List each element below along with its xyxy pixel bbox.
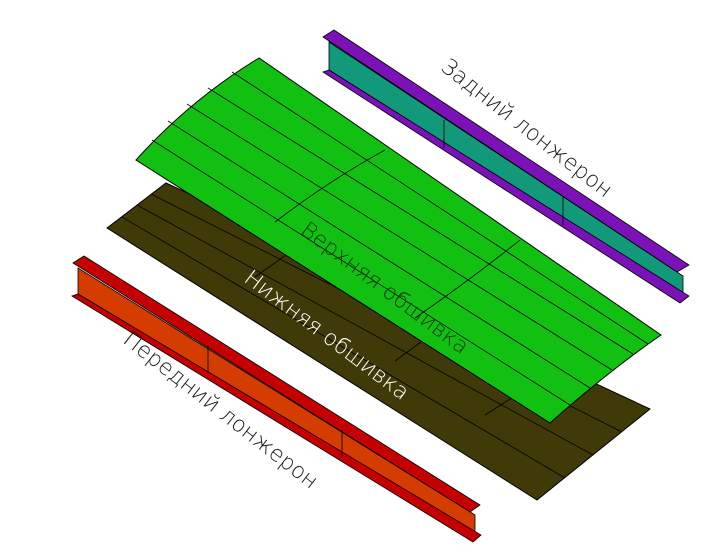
front-spar-bottom-flange [71, 293, 482, 543]
lower-skin-surface [106, 182, 651, 501]
upper-skin-panel [135, 57, 662, 424]
front-spar-top-flange [72, 255, 481, 513]
front-spar [71, 255, 482, 543]
upper-skin-stringer-lines [151, 71, 649, 406]
rear-spar-segment-lines [443, 120, 564, 225]
rear-spar-bottom-flange [322, 69, 690, 304]
front-spar-segment-lines [207, 345, 343, 457]
rear-spar [322, 29, 690, 304]
